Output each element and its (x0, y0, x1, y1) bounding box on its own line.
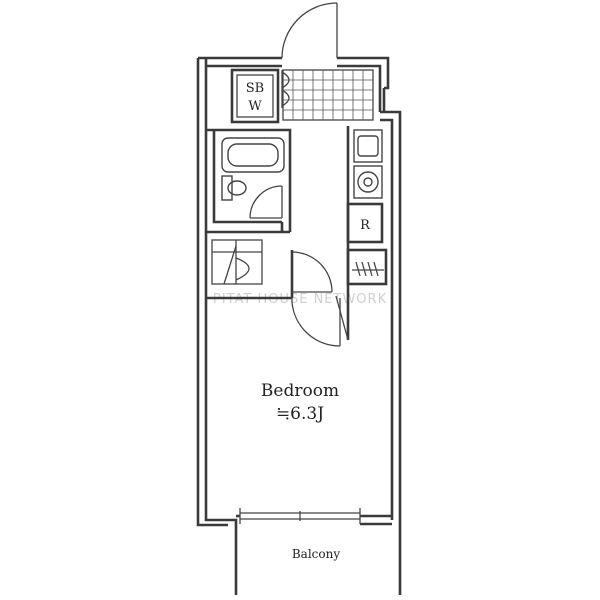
outer-walls (196, 56, 402, 595)
toilet (221, 175, 247, 201)
shoe-box-closet: SB W (230, 68, 290, 124)
entrance-door (281, 2, 338, 59)
hall-door (291, 251, 341, 347)
storage-closet (335, 248, 388, 341)
entrance-tile-floor (282, 69, 374, 121)
bedroom-size-label: ≒6.3J (276, 404, 324, 424)
washroom (211, 239, 263, 285)
sbw-label-line2: W (248, 99, 262, 114)
bathtub (221, 137, 285, 173)
bathroom-door (249, 185, 283, 219)
watermark-text: PITAT HOUSE NETWORK (213, 292, 387, 307)
kitchen (346, 126, 383, 340)
sbw-label-line1: SB (246, 81, 264, 96)
refrigerator: R (346, 202, 384, 244)
refrigerator-label: R (360, 218, 371, 233)
bedroom-label: Bedroom (261, 381, 339, 401)
balcony-window (239, 508, 361, 524)
hall-walls (206, 128, 294, 300)
balcony-label: Balcony (292, 547, 340, 561)
